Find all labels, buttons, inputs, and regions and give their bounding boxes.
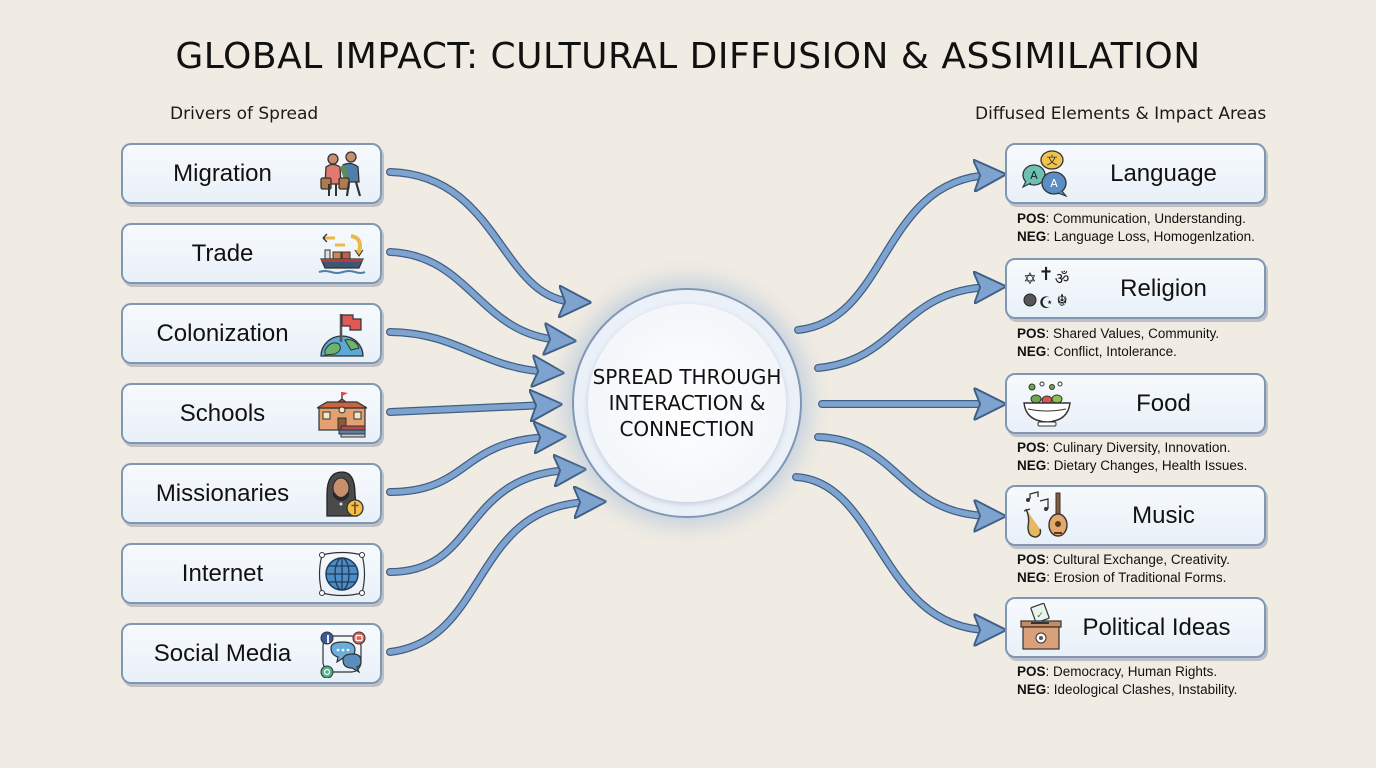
- driver-label: Colonization: [156, 319, 289, 347]
- element-political-ideas: ✓ Political Ideas: [1005, 597, 1266, 658]
- school-building-icon: [314, 389, 370, 439]
- svg-text:✓: ✓: [1036, 611, 1044, 621]
- neg-line: NEG: Erosion of Traditional Forms.: [1017, 570, 1227, 585]
- driver-social-media: Social Media: [121, 623, 382, 684]
- driver-colonization: Colonization: [121, 303, 382, 364]
- chat-bubbles-icon: [314, 629, 370, 679]
- driver-label: Migration: [173, 159, 272, 187]
- pos-line: POS: Culinary Diversity, Innovation.: [1017, 440, 1231, 455]
- political-ideas-impact: POS: Democracy, Human Rights. NEG: Ideol…: [1017, 663, 1237, 699]
- svg-text:✝: ✝: [1038, 264, 1053, 285]
- religion-impact: POS: Shared Values, Community. NEG: Conf…: [1017, 325, 1219, 361]
- salad-bowl-icon: [1017, 379, 1077, 429]
- diagram-title: GLOBAL IMPACT: CULTURAL DIFFUSION & ASSI…: [175, 36, 1201, 77]
- element-language: 文 A A Language: [1005, 143, 1266, 204]
- driver-label: Schools: [179, 399, 266, 427]
- element-religion: ✡ ✝ ॐ ☪ ☬ Religion: [1005, 258, 1266, 319]
- driver-schools: Schools: [121, 383, 382, 444]
- element-label: Food: [1136, 389, 1191, 417]
- pos-line: POS: Cultural Exchange, Creativity.: [1017, 552, 1230, 567]
- neg-line: NEG: Language Loss, Homogenlzation.: [1017, 229, 1255, 244]
- ballot-box-icon: ✓: [1019, 602, 1063, 653]
- svg-text:A: A: [1030, 169, 1038, 182]
- hub-label: SPREAD THROUGH INTERACTION & CONNECTION: [592, 365, 782, 441]
- neg-line: NEG: Conflict, Intolerance.: [1017, 344, 1177, 359]
- neg-line: NEG: Dietary Changes, Health Issues.: [1017, 458, 1248, 473]
- svg-text:文: 文: [1047, 153, 1058, 167]
- driver-label: Internet: [181, 559, 264, 587]
- pos-line: POS: Communication, Understanding.: [1017, 211, 1246, 226]
- pos-line: POS: Shared Values, Community.: [1017, 326, 1220, 341]
- svg-text:A: A: [1050, 177, 1058, 190]
- instruments-icon: [1017, 490, 1077, 541]
- neg-line: NEG: Ideological Clashes, Instability.: [1017, 682, 1238, 697]
- pos-line: POS: Democracy, Human Rights.: [1017, 664, 1218, 679]
- svg-text:✡: ✡: [1023, 269, 1036, 288]
- cargo-ship-icon: [314, 229, 370, 279]
- svg-text:☪: ☪: [1039, 293, 1053, 312]
- driver-missionaries: Missionaries: [121, 463, 382, 524]
- driver-label: Social Media: [153, 639, 292, 667]
- element-food: Food: [1005, 373, 1266, 434]
- language-impact: POS: Communication, Understanding. NEG: …: [1017, 210, 1255, 246]
- element-label: Music: [1132, 501, 1195, 529]
- element-label: Political Ideas: [1082, 613, 1231, 641]
- elements-heading: Diffused Elements & Impact Areas: [975, 104, 1267, 124]
- driver-migration: Migration: [121, 143, 382, 204]
- element-music: Music: [1005, 485, 1266, 546]
- driver-internet: Internet: [121, 543, 382, 604]
- speech-bubbles-icon: 文 A A: [1017, 149, 1077, 199]
- missionary-cross-icon: [314, 469, 370, 519]
- music-impact: POS: Cultural Exchange, Creativity. NEG:…: [1017, 551, 1230, 587]
- flag-globe-icon: [314, 309, 370, 359]
- driver-trade: Trade: [121, 223, 382, 284]
- network-globe-icon: [314, 549, 370, 599]
- central-hub: SPREAD THROUGH INTERACTION & CONNECTION: [572, 288, 802, 518]
- driver-label: Trade: [191, 239, 254, 267]
- driver-label: Missionaries: [155, 479, 290, 507]
- svg-text:☬: ☬: [1056, 291, 1067, 310]
- element-label: Language: [1110, 159, 1217, 187]
- svg-text:ॐ: ॐ: [1055, 269, 1070, 288]
- drivers-heading: Drivers of Spread: [170, 104, 319, 124]
- migration-people-icon: [314, 149, 370, 199]
- religious-symbols-icon: ✡ ✝ ॐ ☪ ☬: [1017, 264, 1077, 314]
- hub-inner-circle: SPREAD THROUGH INTERACTION & CONNECTION: [588, 304, 786, 502]
- food-impact: POS: Culinary Diversity, Innovation. NEG…: [1017, 439, 1247, 475]
- element-label: Religion: [1120, 274, 1207, 302]
